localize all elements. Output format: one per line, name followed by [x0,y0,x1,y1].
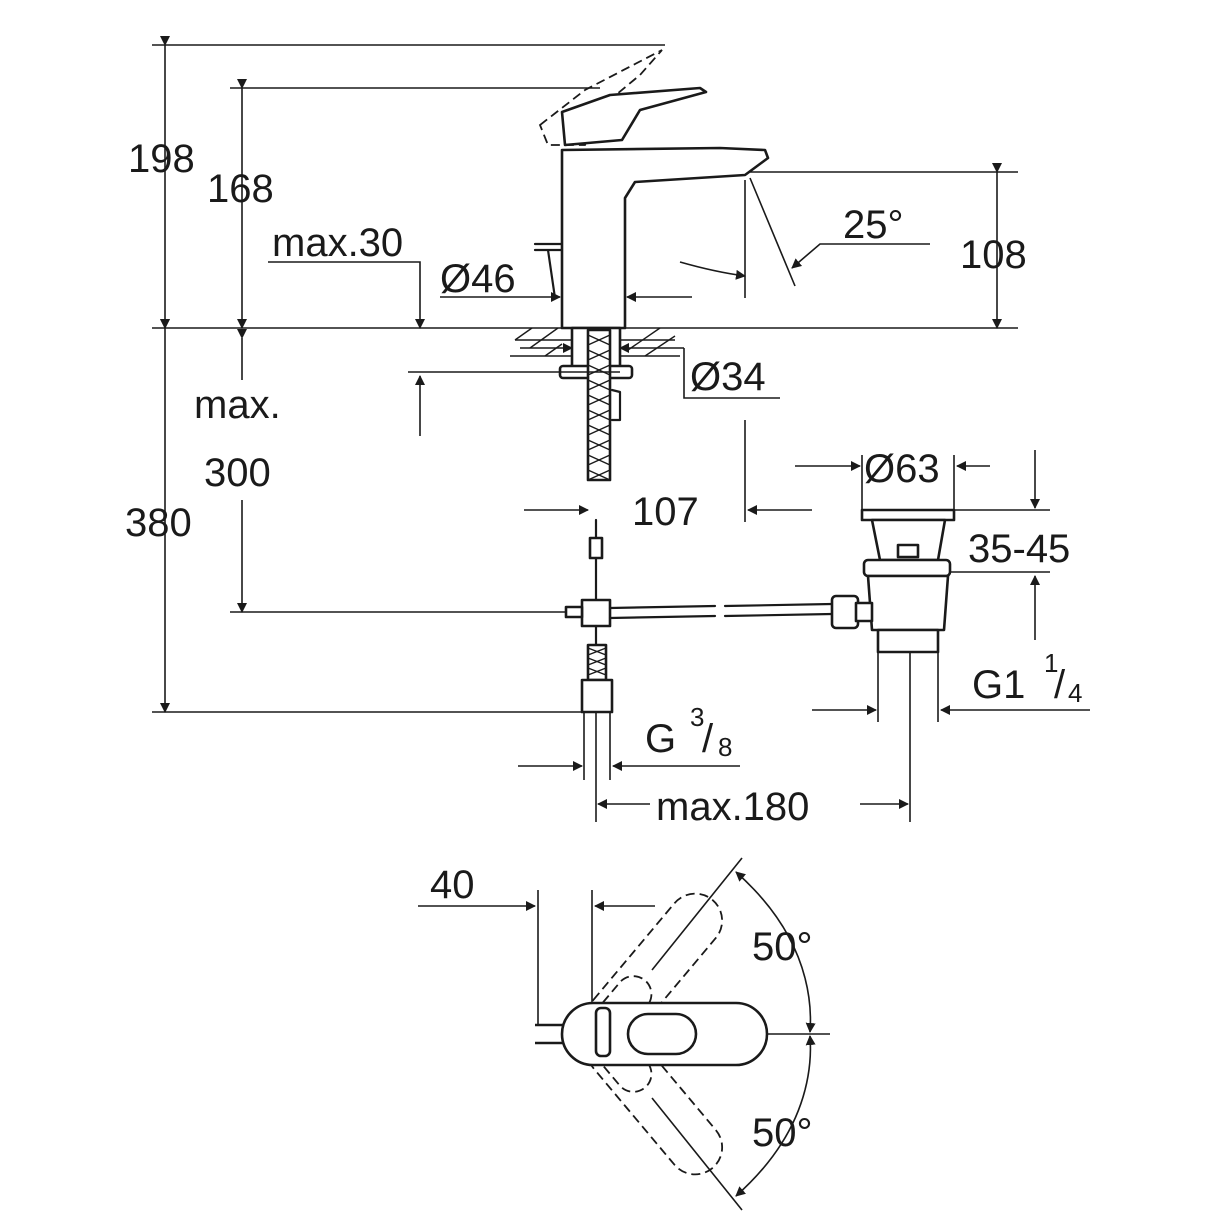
lever-handle [560,86,708,147]
pop-up-rod [533,242,564,300]
label-angle-50-bottom: 50° [752,1111,813,1155]
label-40: 40 [430,863,475,907]
hose-clip [610,388,622,422]
waste-body [866,574,950,632]
label-g38-den: 8 [718,732,732,762]
label-g38-slash: / [702,717,714,761]
label-108: 108 [960,233,1027,277]
waste-tailpiece [876,628,940,654]
label-max: max. [194,383,281,427]
angle-arc-top-lower [804,977,816,1033]
label-g114-den: 4 [1068,678,1082,708]
angle-limit-top [651,857,743,971]
label-g114-main: G1 [972,663,1025,707]
label-max180: max.180 [656,785,809,829]
waste-flange [860,508,956,522]
spout-angle-line [749,177,796,287]
label-max30: max.30 [272,221,403,265]
label-angle-50-top: 50° [752,925,813,969]
angle-arrow-left [679,261,746,280]
label-g38-num: 3 [690,702,704,732]
braided-hose-upper [586,328,612,482]
label-dia63: Ø63 [864,447,940,491]
angle-arrow-right [791,243,930,269]
label-dia46: Ø46 [440,257,516,301]
hose-nut [580,678,614,714]
faucet-side-view [152,44,1018,714]
pull-rod-right [723,602,834,618]
label-g114-slash: / [1054,663,1066,707]
angle-arc-bottom [735,1089,806,1197]
dim-leader-34 [683,348,780,399]
label-168: 168 [207,167,274,211]
pivot-connector [854,601,874,623]
waste-locknut [862,558,952,578]
hose-connector [588,536,604,560]
plug-stem [896,543,920,559]
pop-up-knob [535,1023,567,1045]
dimension-lines [152,36,1090,822]
label-angle-25: 25° [843,203,904,247]
faucet-top-lever [626,1012,698,1056]
label-g114-num: 1 [1044,648,1058,678]
hose-tee [580,598,612,628]
angle-limit-bottom [651,1097,743,1211]
braid-pattern [587,334,611,481]
label-107: 107 [632,490,699,534]
label-380: 380 [125,501,192,545]
label-300: 300 [204,451,271,495]
braid-pattern-lower [587,647,607,676]
faucet-body [560,146,770,330]
deck-hatching [514,327,676,357]
pivot-nut [830,594,860,630]
label-35-45: 35-45 [968,527,1070,571]
dimension-labels: 198 168 max.30 Ø46 25° 108 Ø34 max. 300 … [125,137,1082,1155]
lever-handle-lifted [538,49,663,146]
faucet-top-view [418,857,830,1211]
pull-rod-left [608,604,717,620]
dim-line-max30 [268,261,425,329]
braided-hose-lower [586,643,608,682]
label-g38-main: G [645,717,676,761]
label-dia34: Ø34 [690,355,766,399]
label-198: 198 [128,137,195,181]
angle-arc-bottom-upper [804,1035,816,1091]
tee-stub [564,605,584,619]
faucet-top-outlet [594,1006,612,1058]
angle-arc-top [735,871,806,979]
pop-up-waste [830,455,1050,822]
